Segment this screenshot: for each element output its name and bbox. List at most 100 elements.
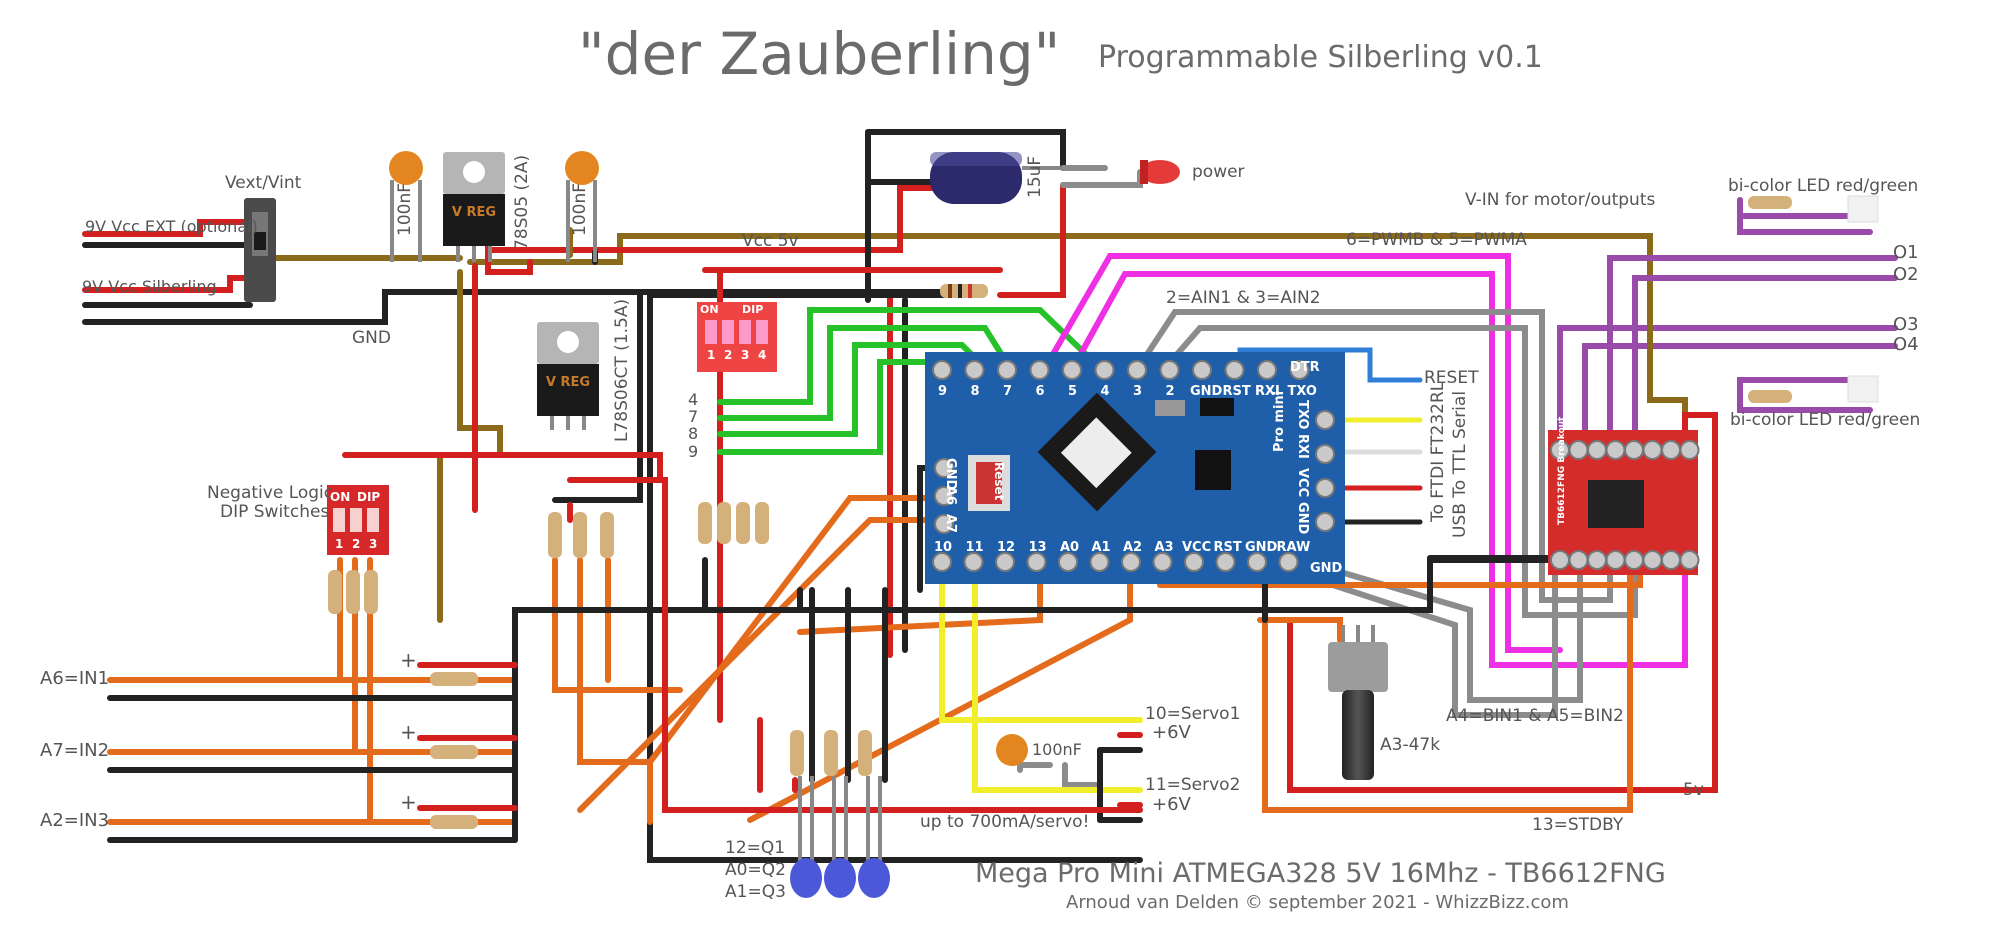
dip4-num-1: 1 — [707, 348, 716, 362]
tb6612-bottom-pin — [1661, 550, 1681, 570]
pro-mini-bottom-pin — [932, 552, 952, 572]
pro-mini-right-pin — [1315, 444, 1335, 464]
pro-mini-bottom-pin-label: 10 — [934, 540, 953, 555]
label-dip-pin-7: 7 — [688, 407, 699, 426]
tb6612-bottom-pin — [1587, 550, 1607, 570]
tb6612-bottom-pin — [1550, 550, 1570, 570]
pro-mini-bottom-pin-label: 11 — [965, 540, 984, 555]
pro-mini-right-pin-label: RXI — [1295, 434, 1310, 459]
label-ain: 2=AIN1 & 3=AIN2 — [1166, 288, 1321, 308]
dip-switch-4[interactable] — [697, 302, 777, 372]
pro-mini-reset-text: Reset — [992, 462, 1006, 501]
capacitor-15uf — [930, 152, 1063, 204]
label-q3: A1=Q3 — [725, 882, 786, 902]
potentiometer-a3[interactable] — [1328, 625, 1388, 780]
resistor-bank-leds — [790, 730, 872, 776]
label-bin: A4=BIN1 & A5=BIN2 — [1446, 706, 1624, 726]
vext-vint-switch[interactable] — [244, 198, 276, 302]
pro-mini-bottom-gnd: GND — [1310, 561, 1343, 576]
pro-mini-bottom-pin-label: RST — [1213, 540, 1242, 555]
label-servo1: 10=Servo1 — [1145, 704, 1241, 724]
label-power: power — [1192, 162, 1245, 182]
pro-mini-top-pin — [932, 360, 952, 380]
input-black-wires — [107, 292, 1593, 843]
label-servo-note: up to 700mA/servo! — [920, 812, 1090, 832]
label-q1: 12=Q1 — [725, 838, 786, 858]
pro-mini-bottom-pin — [1278, 552, 1299, 572]
dip3-dip-text: DIP — [357, 490, 381, 504]
label-q2: A0=Q2 — [725, 860, 786, 880]
resistor-bank-dip3 — [328, 570, 378, 614]
pro-mini-top-pin — [1159, 360, 1180, 380]
magenta-wires — [1042, 253, 1688, 668]
label-plus-in3: + — [400, 790, 417, 814]
pro-mini-bottom-pin — [963, 552, 984, 572]
page-title: "der Zauberling" — [578, 20, 1061, 88]
label-dip-switches: DIP Switches — [220, 502, 330, 522]
label-o2: O2 — [1893, 264, 1919, 285]
tb6612-bottom-pin — [1642, 550, 1663, 570]
resistor-5v-rail — [940, 284, 988, 298]
dip-switch-3[interactable] — [327, 485, 389, 555]
regulator-l78s06ct: V REG — [537, 322, 599, 430]
tb6612-top-pin — [1661, 440, 1681, 460]
label-cap-100nf-2: 100nF — [570, 182, 590, 236]
breakout-5v-wire — [1287, 412, 1718, 793]
tb6612-top-pin — [1642, 440, 1663, 460]
pro-mini-left-pin — [934, 458, 954, 478]
bicolor-led-bottom — [1847, 375, 1879, 403]
pro-mini-bottom-pin — [1121, 552, 1141, 572]
svg-text:V REG: V REG — [546, 375, 590, 390]
pro-mini-top-pin — [964, 360, 985, 380]
pro-mini-bottom-pin-label: A3 — [1154, 540, 1174, 555]
label-cap-15uf: 15uF — [1025, 155, 1045, 198]
label-o3: O3 — [1893, 314, 1919, 335]
pro-mini-bottom-pin — [1215, 552, 1236, 572]
svg-text:V REG: V REG — [452, 205, 496, 220]
pro-mini-left-pin — [934, 514, 954, 534]
label-o1: O1 — [1893, 242, 1919, 263]
resistor-bicolor — [1748, 196, 1792, 403]
tb6612-label: TB6612FNG Breakout — [1557, 416, 1567, 525]
label-gnd: GND — [352, 328, 391, 348]
pro-mini-top-pin-label: 4 — [1100, 384, 1110, 399]
dip3-num-3: 3 — [369, 537, 378, 551]
pro-mini-top-pin — [997, 360, 1017, 380]
pro-mini-right-pin — [1315, 410, 1335, 430]
pro-mini-board-text: Pro mini — [1272, 390, 1287, 452]
pro-mini-bottom-pin-label: A0 — [1060, 540, 1080, 555]
label-servo2: 11=Servo2 — [1145, 775, 1241, 795]
resistor-bank-inputs — [548, 512, 614, 558]
label-vcc-ext: 9V Vcc EXT (optional) — [85, 217, 258, 236]
label-bicolor-top: bi-color LED red/green — [1728, 176, 1919, 196]
dip4-dip-text: DIP — [742, 303, 764, 316]
pro-mini-bottom-pin-label: GND — [1245, 540, 1278, 555]
tb6612-bottom-pin — [1568, 550, 1589, 570]
pro-mini-bottom-pin — [1184, 552, 1204, 572]
label-plus-in2: + — [400, 720, 417, 744]
label-78s05: 78S05 (2A) — [512, 154, 532, 250]
pro-mini-bottom-pin — [1058, 552, 1078, 572]
resistor-bank-dip4 — [698, 502, 769, 544]
footer-board-info: Mega Pro Mini ATMEGA328 5V 16Mhz - TB661… — [975, 858, 1666, 889]
tb6612-bottom-pin — [1624, 550, 1644, 570]
label-5v: 5v — [1683, 780, 1704, 800]
label-in1: A6=IN1 — [40, 668, 110, 689]
label-negative-logic: Negative Logic — [207, 483, 334, 503]
tb6612-bottom-pin — [1679, 550, 1700, 570]
label-plus6v-1: +6V — [1152, 722, 1191, 743]
capacitor-100nf-1 — [389, 151, 423, 262]
label-pwm: 6=PWMB & 5=PWMA — [1346, 230, 1527, 250]
pro-mini-top-pin — [1062, 360, 1082, 380]
label-plus6v-2: +6V — [1152, 794, 1191, 815]
tb6612-top-pin — [1605, 440, 1626, 460]
pro-mini-top-pin-label: RXI — [1255, 384, 1280, 399]
purple-output-wires — [1557, 197, 1898, 453]
input-red-wires — [342, 452, 1143, 813]
label-in2: A7=IN2 — [40, 740, 110, 761]
pro-mini-bottom-pin — [1152, 552, 1173, 572]
pro-mini-left-pin-label: A7 — [943, 514, 958, 534]
vin-wire — [1647, 290, 1688, 450]
